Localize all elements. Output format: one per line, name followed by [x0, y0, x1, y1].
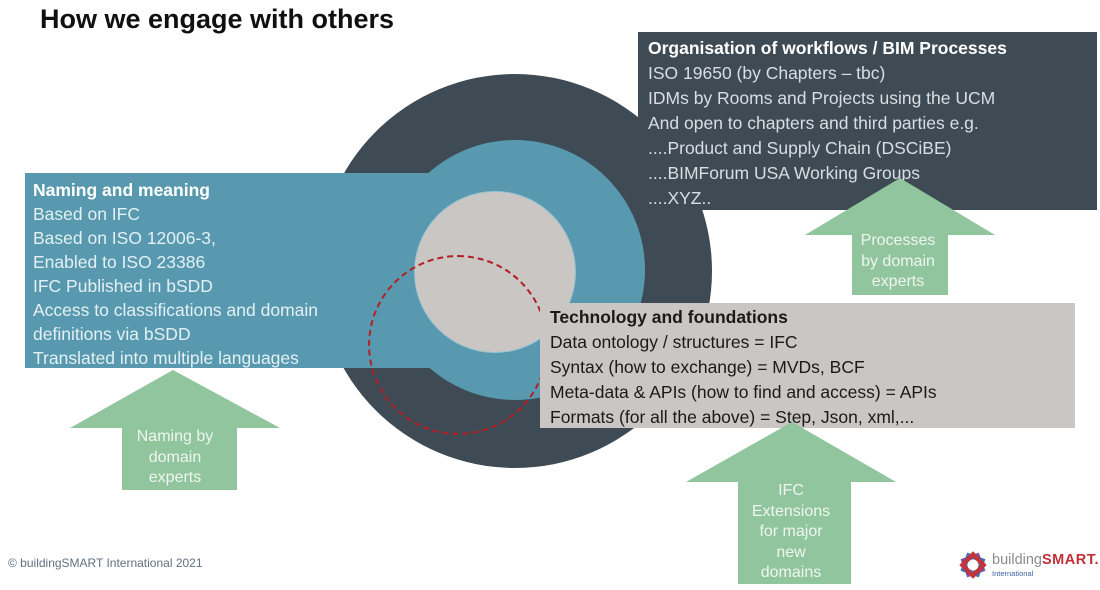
logo-smart-text: SMART. [1042, 551, 1099, 568]
logo-building-text: building [992, 551, 1042, 568]
page-title: How we engage with others [40, 4, 395, 34]
workflows-box-line: ....Product and Supply Chain (DSCiBE) [648, 138, 952, 158]
processes-arrow-label-line: by domain [861, 252, 935, 270]
workflows-box-line: ....XYZ.. [648, 188, 712, 208]
ifc-arrow-label-line: for major [759, 523, 823, 540]
workflows-box-line: ISO 19650 (by Chapters – tbc) [648, 63, 886, 83]
naming-box-line: Enabled to ISO 23386 [33, 252, 206, 272]
naming-box-title: Naming and meaning [33, 180, 210, 200]
naming-arrow-label-line: domain [148, 448, 202, 466]
technology-box-line: Formats (for all the above) = Step, Json… [550, 407, 915, 427]
ifc-arrow-label: IFC Extensions for major new domains [685, 481, 897, 584]
workflows-box-line: IDMs by Rooms and Projects using the UCM [648, 88, 996, 108]
technology-box-line: Syntax (how to exchange) = MVDs, BCF [550, 357, 865, 377]
ifc-arrow-label-line: domains [760, 564, 822, 581]
workflows-box-line: ....BIMForum USA Working Groups [648, 163, 920, 183]
naming-arrow-label: Naming by domain experts [68, 427, 282, 489]
technology-box-title: Technology and foundations [550, 307, 788, 327]
naming-box-line: Access to classifications and domain [33, 300, 318, 320]
red-dashed-circle [368, 255, 548, 435]
processes-arrow-label-line: Processes [860, 232, 936, 249]
naming-box-line: Translated into multiple languages [33, 348, 299, 368]
technology-foundations-box: Technology and foundations Data ontology… [540, 303, 1075, 428]
naming-box-line: definitions via bSDD [33, 324, 191, 344]
workflows-box-title: Organisation of workflows / BIM Processe… [648, 38, 1007, 58]
workflows-bim-processes-box: Organisation of workflows / BIM Processe… [638, 32, 1097, 210]
naming-box-line: IFC Published in bSDD [33, 276, 213, 296]
logo-international-text: International [992, 568, 1034, 578]
processes-arrow-label-line: experts [871, 273, 925, 290]
naming-box-line: Based on IFC [33, 204, 140, 224]
ifc-arrow-label-line: IFC [778, 482, 804, 499]
ifc-extensions-up-arrow-icon [686, 422, 896, 584]
naming-box-line: Based on ISO 12006-3, [33, 228, 216, 248]
ifc-arrow-label-line: new [776, 543, 806, 561]
processes-up-arrow-icon [805, 178, 995, 295]
copyright-text: © buildingSMART International 2021 [8, 556, 203, 570]
naming-arrow-label-line: experts [148, 469, 202, 486]
ifc-arrow-label-line: Extensions [751, 502, 831, 520]
processes-arrow-label: Processes by domain experts [800, 231, 996, 293]
naming-up-arrow-icon [70, 370, 280, 490]
workflows-box-line: And open to chapters and third parties e… [648, 113, 979, 133]
naming-arrow-label-line: Naming by [136, 428, 214, 445]
naming-and-meaning-box: Naming and meaning Based on IFC Based on… [25, 173, 432, 368]
technology-box-line: Meta-data & APIs (how to find and access… [550, 382, 937, 402]
buildingsmart-pinwheel-icon [959, 551, 987, 579]
technology-box-line: Data ontology / structures = IFC [550, 332, 798, 352]
